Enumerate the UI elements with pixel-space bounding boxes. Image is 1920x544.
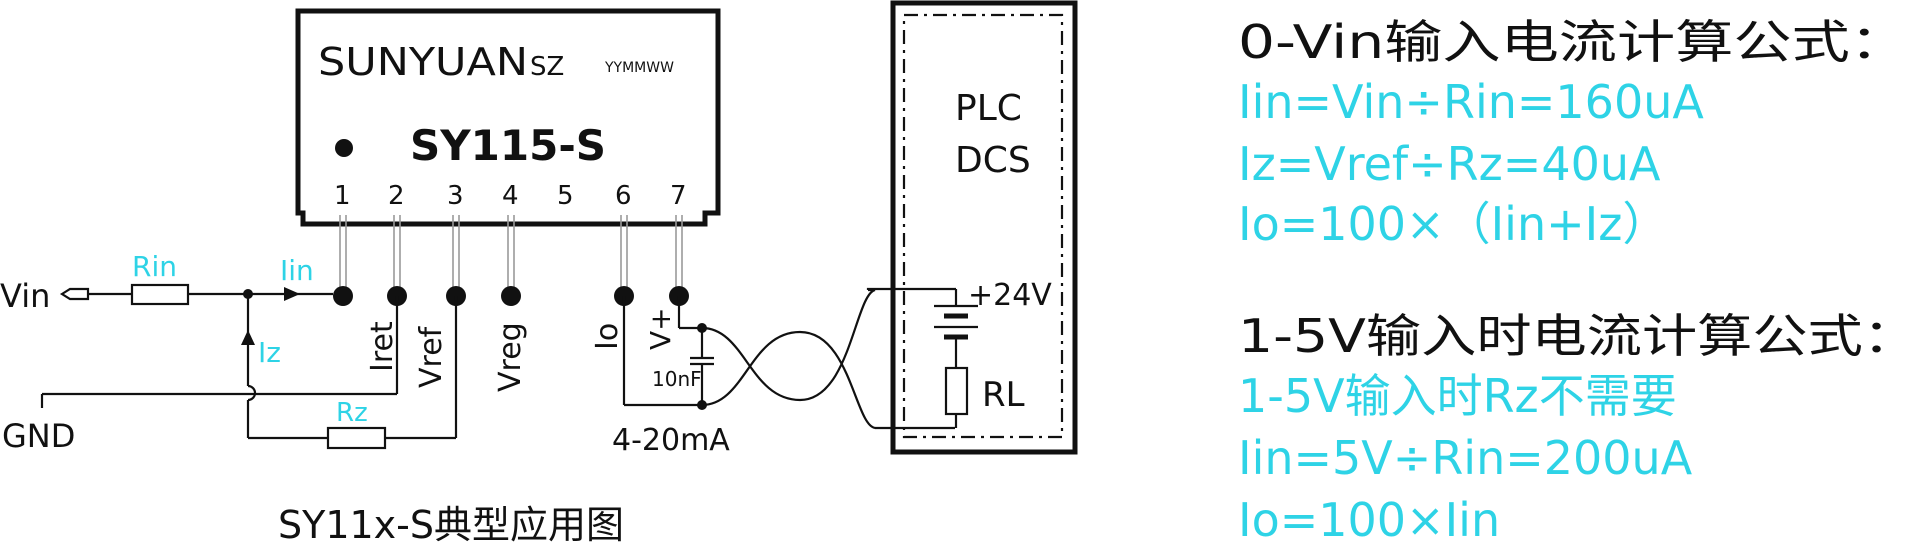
- iin-arrow-icon: [284, 287, 300, 301]
- formula-line-1-1: Iin=Vin÷Rin=160uA: [1238, 75, 1704, 129]
- diagram-caption: SY11x-S典型应用图: [278, 503, 624, 544]
- pin4-dot: [501, 286, 521, 306]
- output-current-label: 4-20mA: [612, 423, 730, 458]
- pin-number-3: 3: [447, 181, 464, 211]
- rin-label: Rin: [132, 250, 177, 283]
- formula-line-1-2: Iz=Vref÷Rz=40uA: [1238, 137, 1661, 191]
- iz-arrow-icon: [241, 330, 255, 345]
- pin-leads: [339, 215, 683, 295]
- rz-resistor: [326, 426, 387, 450]
- pin-function-labels: Iret Vref Vreg Io V+: [365, 307, 677, 392]
- plc-dcs-box: PLC DCS +24V RL: [890, 0, 1078, 455]
- module-package: SUNYUAN SZ YYMMWW SY115-S 1 2 3 4 5 6 7: [295, 8, 721, 227]
- rl-label: RL: [982, 375, 1025, 415]
- rz-label: Rz: [336, 398, 368, 428]
- rin-resistor: [130, 283, 190, 306]
- pin-number-4: 4: [502, 181, 519, 211]
- formula-line-2-1: 1-5V输入时Rz不需要: [1238, 369, 1677, 423]
- formula-panel: 0-Vin输入电流计算公式： Iin=Vin÷Rin=160uA Iz=Vref…: [1238, 15, 1918, 544]
- dcs-label: DCS: [955, 140, 1031, 181]
- pin-number-5: 5: [557, 181, 574, 211]
- pin-number-7: 7: [670, 181, 687, 211]
- formula-line-1-3: Io=100×（Iin+Iz）: [1238, 197, 1668, 251]
- formula-line-2-3: Io=100×Iin: [1238, 493, 1500, 544]
- io-label: Io: [590, 323, 625, 350]
- pin-number-6: 6: [615, 181, 632, 211]
- vreg-label: Vreg: [493, 322, 528, 392]
- pin-dots: [333, 286, 689, 306]
- input-wiring: Vin Rin Iin Iz Rz GND: [0, 250, 458, 455]
- gnd-label: GND: [2, 417, 75, 455]
- formula-heading-1: 0-Vin输入电流计算公式：: [1238, 15, 1908, 69]
- iret-label: Iret: [365, 321, 400, 372]
- iz-label: Iz: [258, 336, 281, 369]
- vplus-label: V+: [644, 307, 677, 350]
- vref-label: Vref: [414, 325, 449, 388]
- brand-suffix: SZ: [530, 52, 564, 82]
- capacitor-label: 10nF: [652, 367, 702, 391]
- plc-label: PLC: [955, 88, 1022, 129]
- rl-resistor: [944, 366, 969, 416]
- supply-label: +24V: [968, 278, 1052, 313]
- model-text: SY115-S: [410, 121, 606, 170]
- pin1-marker-dot: [335, 139, 353, 157]
- formula-line-2-2: Iin=5V÷Rin=200uA: [1238, 431, 1693, 485]
- pin-number-1: 1: [334, 181, 351, 211]
- pin-number-2: 2: [388, 181, 405, 211]
- brand-text: SUNYUAN: [318, 40, 528, 84]
- vin-label: Vin: [0, 277, 50, 315]
- date-code: YYMMWW: [604, 60, 674, 76]
- iin-label: Iin: [280, 254, 314, 287]
- pin1-dot: [333, 286, 353, 306]
- formula-heading-2: 1-5V输入时电流计算公式：: [1238, 309, 1918, 363]
- output-wiring: 10nF 4-20mA: [612, 287, 956, 458]
